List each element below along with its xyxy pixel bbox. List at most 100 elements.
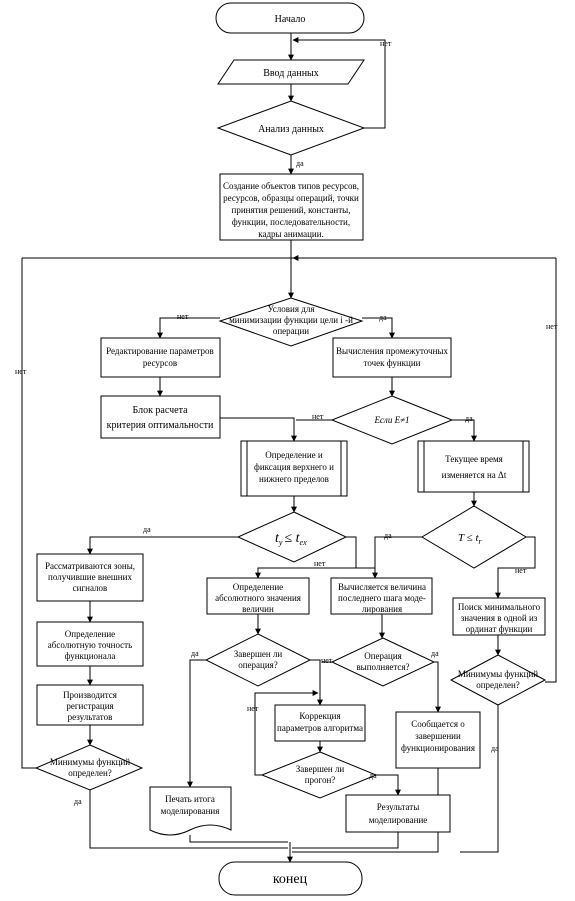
- abs-accuracy-line-1: Определение: [65, 629, 115, 639]
- abs-accuracy-block: Определение абсолютную точность функцион…: [36, 621, 144, 667]
- label-no-right-feedback: нет: [546, 322, 558, 331]
- registration-line-2: регистрация: [66, 701, 113, 711]
- finished-op-line-1: Завершен ли: [234, 649, 283, 659]
- finished-run-line-1: Завершен ли: [296, 764, 345, 774]
- ty-decision: tу≤ tex: [236, 511, 348, 563]
- label-yes-ty: да: [143, 525, 151, 534]
- calc-points-block: Вычисления промежуточных точек функции: [332, 337, 452, 378]
- search-min-line-1: Поиск минимального: [458, 602, 541, 612]
- ty-sub2: ex: [300, 538, 308, 547]
- create-line-5: кадры анимации.: [258, 229, 324, 239]
- op-done-decision: Операция выполняется?: [330, 637, 436, 687]
- results-line-2: моделирование: [369, 815, 428, 825]
- op-done-line-1: Операция: [364, 651, 402, 661]
- label-no-if-e: нет: [312, 412, 324, 421]
- min-left-line-2: определен?: [68, 768, 112, 778]
- zones-line-1: Рассматриваются зоны,: [45, 561, 135, 571]
- conditions-line-1: Условия для: [268, 304, 315, 314]
- min-left-line-1: Минимумы функций: [50, 757, 130, 767]
- label-no-ty: нет: [314, 559, 326, 568]
- start-label: Начало: [275, 14, 306, 25]
- input-label: Ввод данных: [263, 68, 319, 79]
- last-step-line-2: последнего шага моде-: [338, 593, 426, 603]
- if-e-label: Если E≠1: [373, 415, 409, 425]
- label-yes-analysis: да: [296, 159, 304, 168]
- abs-value-block: Определение абсолютного значения величин: [206, 577, 310, 615]
- label-yes-op-done: да: [431, 649, 439, 658]
- results-line-1: Результаты: [377, 802, 420, 812]
- finished-run-decision: Завершен ли прогон?: [260, 751, 378, 799]
- input-data-block: Ввод данных: [217, 59, 365, 85]
- label-no-finished-run: нет: [247, 704, 259, 713]
- min-defined-right-decision: Минимумы функций определен?: [449, 654, 547, 706]
- create-objects-block: Создание объектов типов ресурсов, ресурс…: [219, 173, 364, 241]
- label-no-left-feedback: нет: [15, 367, 27, 376]
- bounds-line-2: фиксация верхнего и: [254, 462, 334, 472]
- label-yes-conditions: да: [379, 313, 387, 322]
- label-yes-if-e: да: [465, 414, 473, 423]
- search-min-line-3: ординат функции: [466, 624, 533, 634]
- bounds-line-1: Определение и: [265, 450, 323, 460]
- finished-run-line-2: прогон?: [305, 775, 336, 785]
- label-yes-min-left: да: [74, 797, 82, 806]
- bounds-line-3: нижнего пределов: [259, 474, 329, 484]
- results-block: Результаты моделирование: [345, 794, 451, 833]
- t-cond: T ≤ t: [458, 532, 479, 544]
- last-step-line-3: лирования: [362, 604, 402, 614]
- min-defined-left-decision: Минимумы функций определен?: [34, 744, 144, 791]
- print-result-document: Печать итога моделирования: [149, 786, 232, 836]
- time-change-line-1: Текущее время: [445, 454, 503, 464]
- label-yes-t: да: [384, 531, 392, 540]
- zones-line-3: сигналов: [73, 583, 108, 593]
- create-line-2: ресурсов, образцы операций, точки: [223, 193, 359, 203]
- correction-block: Коррекция параметров алгоритма: [274, 704, 366, 742]
- calc-points-line-1: Вычисления промежуточных: [336, 346, 448, 356]
- ty-cond-text: tу≤ tex: [275, 531, 307, 547]
- last-step-line-1: Вычисляется величина: [338, 582, 426, 592]
- correction-line-1: Коррекция: [299, 711, 340, 721]
- zones-line-2: получившие внешних: [48, 572, 132, 582]
- abs-accuracy-line-3: функционала: [65, 651, 116, 661]
- registration-line-3: результатов: [68, 712, 113, 722]
- if-e-decision: Если E≠1: [330, 395, 454, 445]
- ty-sub: у: [278, 538, 283, 547]
- report-line-3: функционирования: [401, 743, 475, 753]
- t-sub: r: [479, 537, 483, 546]
- edit-resources-block: Редактирование параметров ресурсов: [100, 337, 221, 378]
- criteria-block: Блок расчета критерия оптимальности: [100, 395, 221, 439]
- t-decision: T ≤ tr: [421, 505, 527, 569]
- abs-value-line-3: величин: [242, 604, 274, 614]
- create-line-1: Создание объектов типов ресурсов,: [223, 181, 359, 191]
- create-line-4: функции, последовательности,: [232, 217, 350, 227]
- report-line-1: Сообщается о: [411, 719, 465, 729]
- analysis-decision: Анализ данных: [216, 100, 366, 156]
- label-yes-min-right: да: [491, 744, 499, 753]
- registration-line-1: Производится: [63, 690, 117, 700]
- label-no-conditions: нет: [177, 312, 189, 321]
- create-line-3: принятия решений, константы,: [232, 205, 351, 215]
- label-no-t: нет: [515, 566, 527, 575]
- branch-labels: нет да нет да нет да да нет да нет да не…: [15, 39, 558, 806]
- report-line-2: завершении: [415, 731, 461, 741]
- conditions-line-3: операции: [273, 326, 309, 336]
- label-no-finished-op: нет: [321, 656, 333, 665]
- edit-line-2: ресурсов: [143, 358, 177, 368]
- abs-accuracy-line-2: абсолютную точность: [48, 640, 132, 650]
- min-right-line-1: Минимумы функций: [458, 669, 538, 679]
- t-cond-text: T ≤ tr: [458, 532, 483, 546]
- search-min-block: Поиск минимального значения в одной из о…: [452, 597, 546, 636]
- last-step-block: Вычисляется величина последнего шага мод…: [330, 577, 433, 615]
- zones-block: Рассматриваются зоны, получившие внешних…: [36, 553, 144, 602]
- criteria-line-1: Блок расчета: [132, 405, 188, 416]
- min-right-line-2: определен?: [476, 680, 520, 690]
- start-terminator: Начало: [215, 2, 365, 34]
- correction-line-2: параметров алгоритма: [277, 723, 363, 733]
- end-label: конец: [273, 872, 308, 887]
- print-line-1: Печать итога: [165, 794, 215, 804]
- abs-value-line-2: абсолютного значения: [215, 593, 301, 603]
- end-terminator: конец: [218, 861, 363, 896]
- registration-block: Производится регистрация результатов: [36, 684, 144, 726]
- time-change-line-2: изменяется на Δt: [442, 470, 507, 480]
